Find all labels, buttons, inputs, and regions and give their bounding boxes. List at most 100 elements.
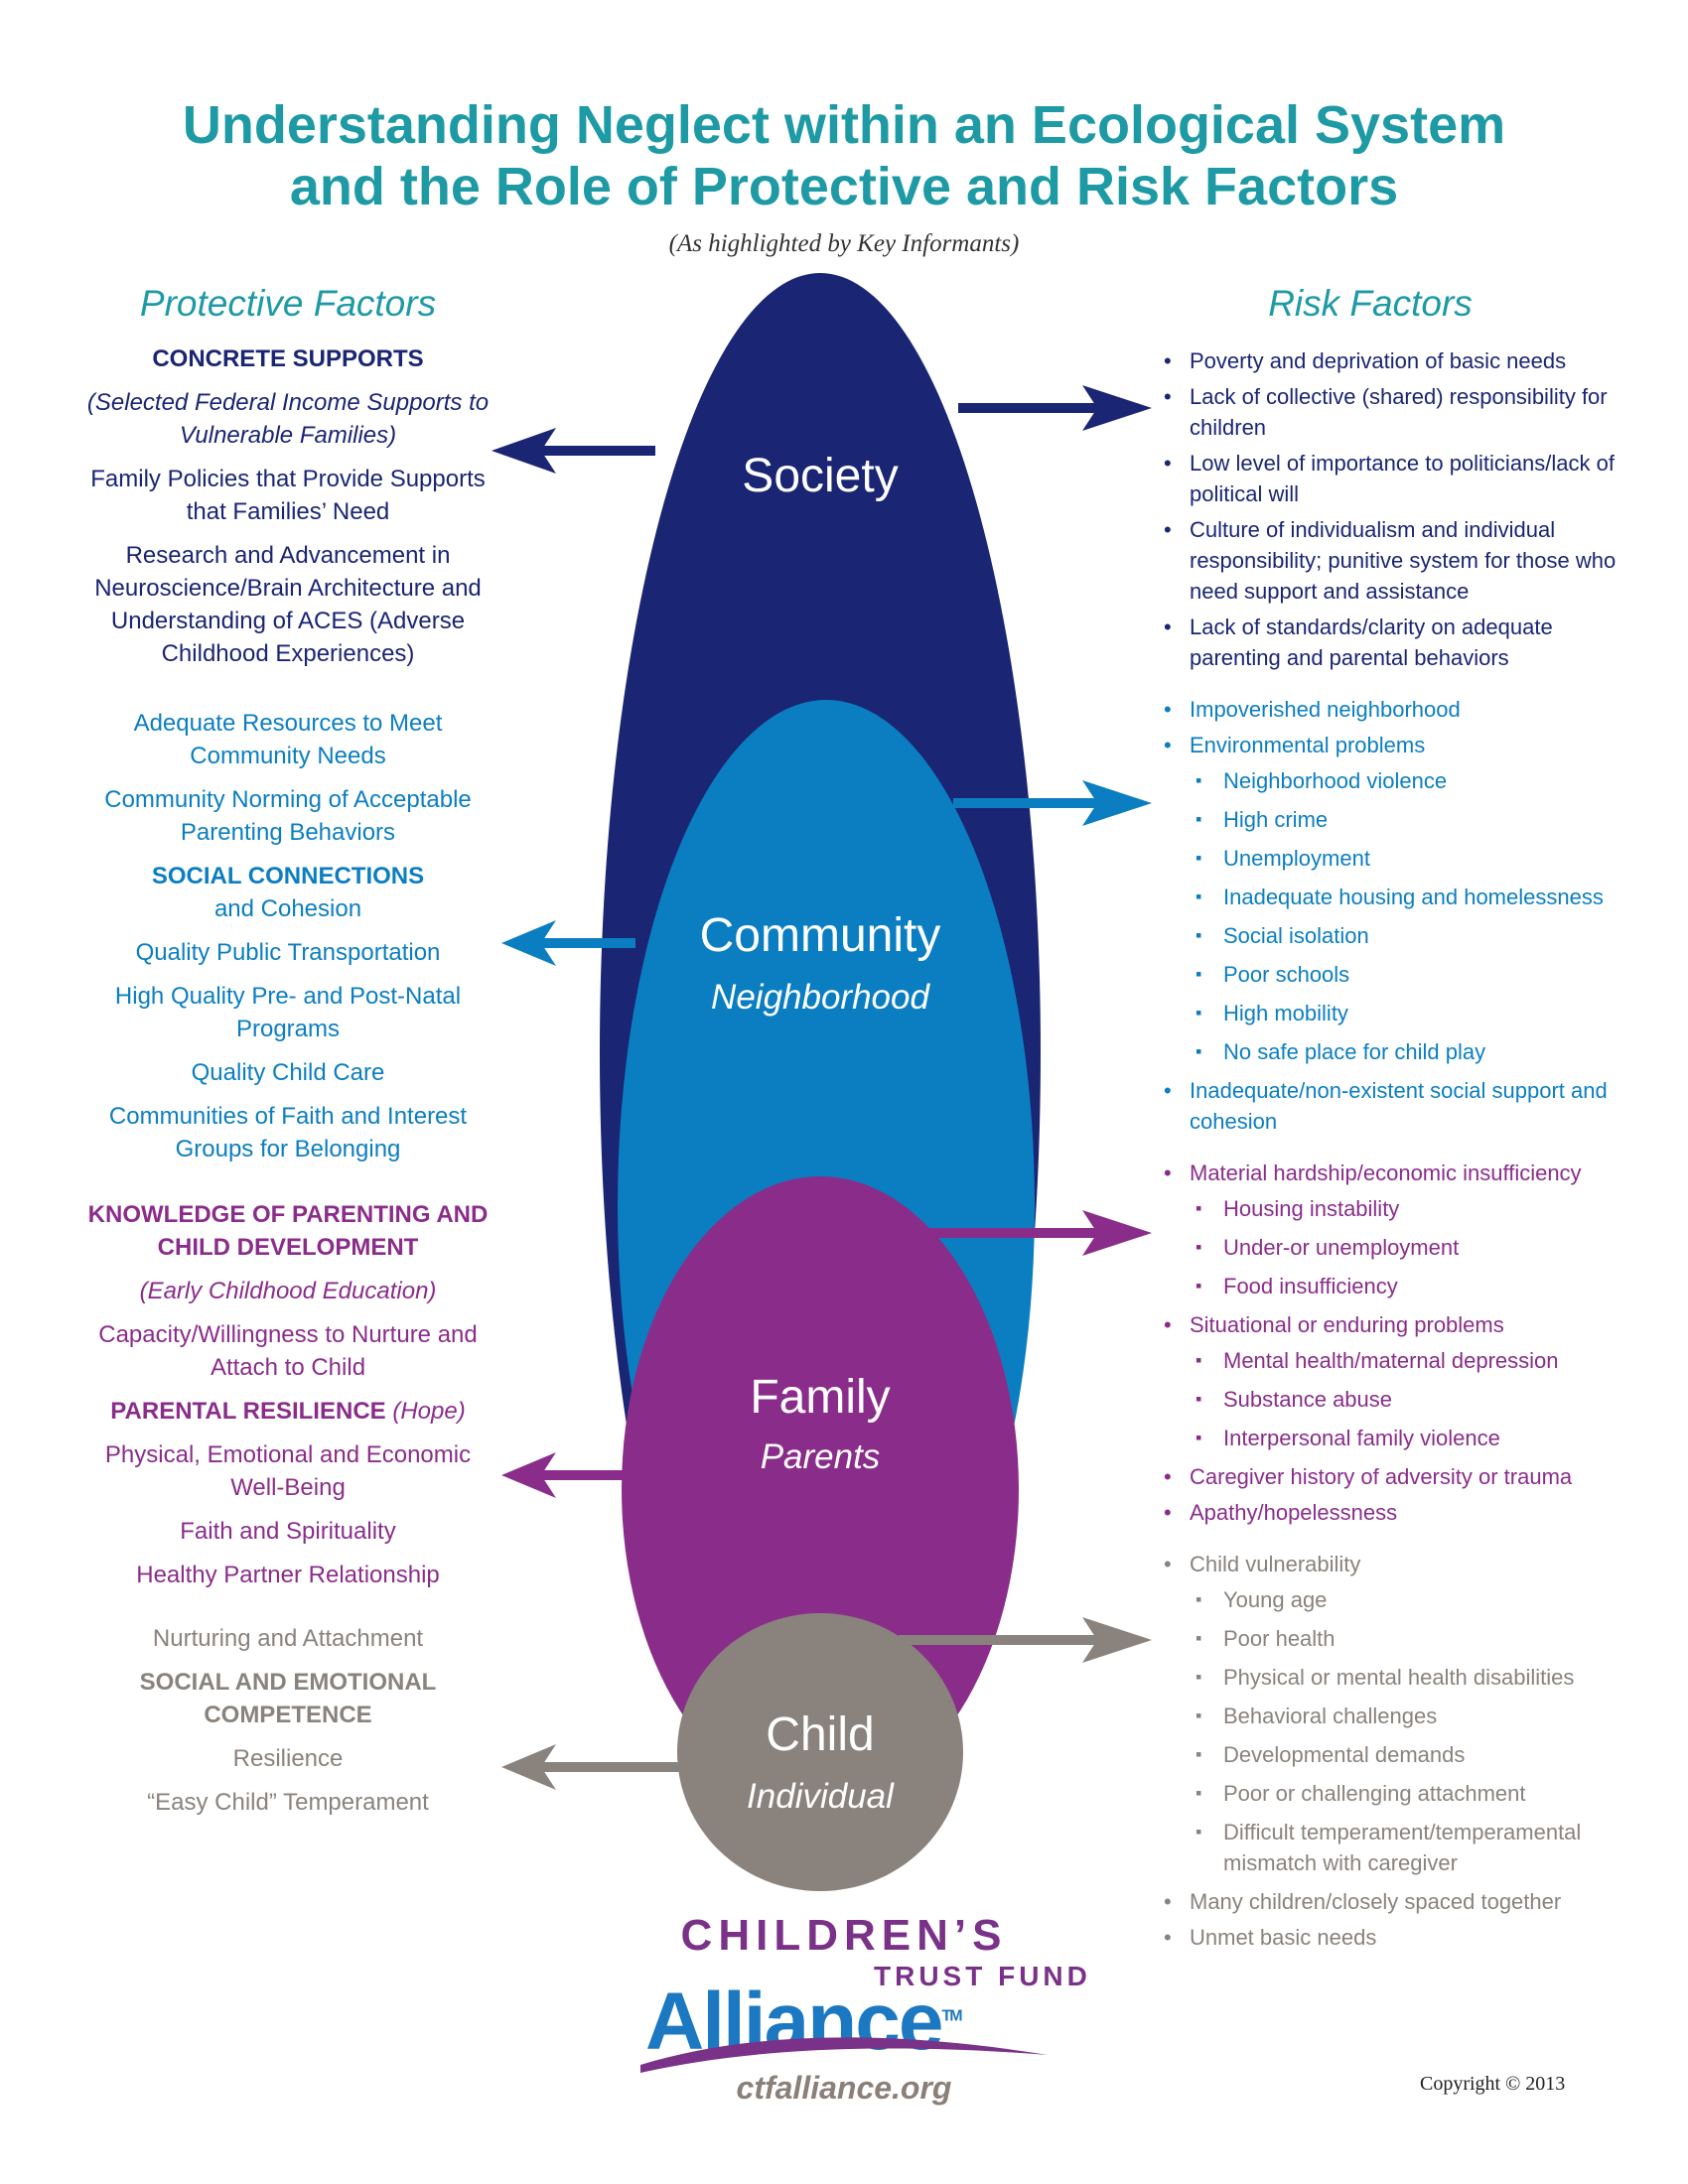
protective-item: Adequate Resources to Meet Community Nee… [133, 710, 443, 769]
risk-family-group: Material hardship/economic insufficiency… [1160, 1158, 1617, 1528]
logo-swoosh-icon [640, 2037, 1048, 2073]
risk-sub-item: Mental health/maternal depression [1160, 1345, 1617, 1376]
logo-url[interactable]: ctfalliance.org [736, 2070, 952, 2106]
risk-sub-item: Substance abuse [1160, 1384, 1617, 1415]
logo-tm: TM [941, 2007, 962, 2025]
title-line-1: Understanding Neglect within an Ecologic… [182, 95, 1506, 155]
protective-item: Communities of Faith and Interest Groups… [108, 1103, 468, 1162]
protective-society-group: CONCRETE SUPPORTS (Selected Federal Inco… [79, 342, 496, 670]
logo-line-2: TRUST FUND [874, 1961, 1091, 1991]
community-left-arrow [501, 920, 635, 966]
protective-item: Capacity/Willingness to Nurture and Atta… [98, 1321, 478, 1381]
family-label: Family [750, 1371, 891, 1424]
child-right-arrow [899, 1617, 1152, 1663]
risk-item: Inadequate/non-existent social support a… [1160, 1075, 1617, 1137]
parental-resilience-suffix: (Hope) [392, 1398, 466, 1425]
family-right-arrow [923, 1210, 1152, 1256]
risk-item: Situational or enduring problems [1160, 1309, 1617, 1340]
risk-factors-list: Poverty and deprivation of basic needs L… [1160, 345, 1617, 1958]
risk-item: Unmet basic needs [1160, 1922, 1617, 1953]
protective-item: Nurturing and Attachment [152, 1625, 424, 1652]
risk-item: Impoverished neighborhood [1160, 694, 1617, 725]
risk-sub-item: No safe place for child play [1160, 1036, 1617, 1067]
protective-item: Quality Public Transportation [135, 939, 441, 966]
society-right-arrow [958, 385, 1152, 431]
risk-item: Lack of standards/clarity on adequate pa… [1160, 612, 1617, 673]
community-label: Community [699, 909, 941, 962]
risk-item: Caregiver history of adversity or trauma [1160, 1461, 1617, 1492]
risk-item: Apathy/hopelessness [1160, 1497, 1617, 1528]
society-left-arrow [492, 428, 655, 474]
family-ellipse [622, 1176, 1019, 1802]
protective-item: PARENTAL RESILIENCE (Hope) [79, 1395, 496, 1428]
protective-child-group: Nurturing and Attachment SOCIAL AND EMOT… [79, 1622, 496, 1819]
protective-item: and Cohesion [213, 895, 362, 922]
protective-item: Healthy Partner Relationship [136, 1562, 440, 1588]
risk-sub-item: Under-or unemployment [1160, 1232, 1617, 1263]
protective-item: Quality Child Care [191, 1059, 385, 1086]
protective-item: KNOWLEDGE OF PARENTING AND CHILD DEVELOP… [87, 1201, 489, 1261]
risk-item: Poverty and deprivation of basic needs [1160, 345, 1617, 376]
risk-sub-item: Neighborhood violence [1160, 765, 1617, 796]
risk-factors-heading: Risk Factors [1268, 283, 1473, 324]
protective-item: Physical, Emotional and Economic Well-Be… [104, 1441, 472, 1501]
protective-factors-heading: Protective Factors [139, 283, 437, 324]
logo-line-1: CHILDREN’S [680, 1911, 1008, 1960]
protective-item: High Quality Pre- and Post-Natal Program… [114, 983, 462, 1042]
family-left-arrow [501, 1452, 626, 1498]
risk-item: Child vulnerability [1160, 1549, 1617, 1579]
protective-item: Faith and Spirituality [180, 1518, 396, 1545]
protective-item: “Easy Child” Temperament [147, 1789, 429, 1816]
family-sub-label: Parents [760, 1437, 881, 1476]
risk-sub-item: Young age [1160, 1584, 1617, 1615]
risk-sub-item: Difficult temperament/temperamental mism… [1160, 1817, 1617, 1878]
risk-item: Low level of importance to politicians/l… [1160, 448, 1617, 509]
child-circle [677, 1613, 963, 1891]
society-label: Society [742, 450, 899, 502]
risk-sub-item: Poor or challenging attachment [1160, 1778, 1617, 1809]
page-subtitle: (As highlighted by Key Informants) [668, 230, 1020, 257]
child-sub-label: Individual [747, 1777, 894, 1816]
protective-item: (Selected Federal Income Supports to Vul… [86, 389, 490, 449]
risk-item: Environmental problems [1160, 730, 1617, 760]
risk-sub-item: Food insufficiency [1160, 1271, 1617, 1301]
protective-item: SOCIAL AND EMOTIONAL COMPETENCE [139, 1669, 437, 1728]
risk-item: Lack of collective (shared) responsibili… [1160, 381, 1617, 443]
page-title: Understanding Neglect within an Ecologic… [0, 94, 1688, 217]
risk-sub-item: Social isolation [1160, 920, 1617, 951]
risk-society-group: Poverty and deprivation of basic needs L… [1160, 345, 1617, 673]
risk-sub-item: Poor health [1160, 1623, 1617, 1654]
risk-item: Many children/closely spaced together [1160, 1886, 1617, 1917]
risk-sub-item: Developmental demands [1160, 1739, 1617, 1770]
protective-item: Community Norming of Acceptable Parentin… [104, 786, 472, 846]
child-left-arrow [501, 1744, 685, 1790]
protective-item: Resilience [232, 1745, 344, 1772]
risk-sub-item: Interpersonal family violence [1160, 1423, 1617, 1453]
parental-resilience-heading: PARENTAL RESILIENCE [110, 1398, 386, 1425]
community-right-arrow [953, 780, 1152, 826]
risk-sub-item: Inadequate housing and homelessness [1160, 882, 1617, 912]
title-line-2: and the Role of Protective and Risk Fact… [289, 157, 1399, 216]
risk-item: Culture of individualism and individual … [1160, 514, 1617, 607]
copyright: Copyright © 2013 [1420, 2073, 1566, 2095]
risk-sub-item: Housing instability [1160, 1193, 1617, 1224]
risk-sub-item: High crime [1160, 804, 1617, 835]
risk-child-group: Child vulnerability Young age Poor healt… [1160, 1549, 1617, 1953]
protective-item: SOCIAL CONNECTIONS [151, 863, 425, 889]
risk-community-group: Impoverished neighborhood Environmental … [1160, 694, 1617, 1137]
protective-item: (Early Childhood Education) [139, 1278, 437, 1304]
protective-community-group: Adequate Resources to Meet Community Nee… [79, 707, 496, 1165]
risk-item: Material hardship/economic insufficiency [1160, 1158, 1617, 1188]
protective-item: Research and Advancement in Neuroscience… [94, 542, 482, 667]
child-label: Child [766, 1708, 875, 1761]
protective-item: Family Policies that Provide Supports th… [90, 466, 486, 525]
risk-sub-item: Unemployment [1160, 843, 1617, 874]
risk-sub-item: Poor schools [1160, 959, 1617, 990]
community-sub-label: Neighborhood [711, 978, 929, 1017]
protective-factors-list: CONCRETE SUPPORTS (Selected Federal Inco… [79, 342, 496, 1830]
protective-item: CONCRETE SUPPORTS [152, 345, 424, 372]
risk-sub-item: Behavioral challenges [1160, 1701, 1617, 1731]
risk-sub-item: High mobility [1160, 998, 1617, 1028]
protective-family-group: KNOWLEDGE OF PARENTING AND CHILD DEVELOP… [79, 1198, 496, 1591]
